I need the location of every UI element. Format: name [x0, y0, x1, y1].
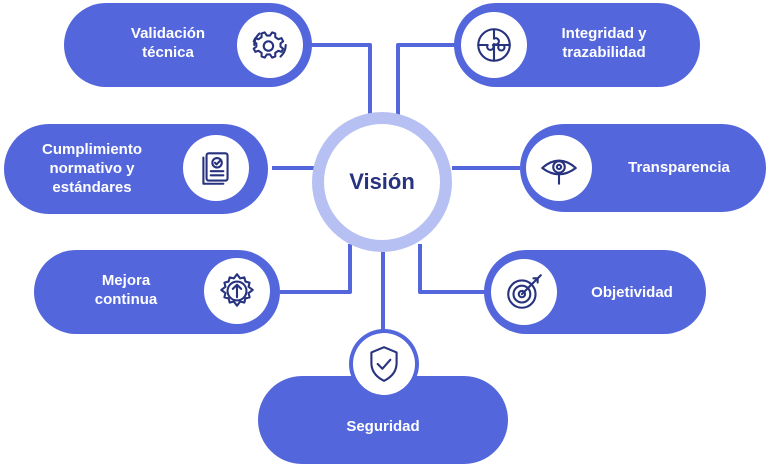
node-label: Cumplimiento normativo y estándares [42, 141, 142, 196]
gear-arrow-up-icon [204, 258, 270, 324]
document-check-icon [183, 135, 249, 201]
eye-icon [526, 135, 592, 201]
gear-cycle-icon [237, 12, 303, 78]
center-label: Visión [349, 169, 415, 194]
connector-objetividad [418, 244, 488, 294]
node-label: Objetividad [591, 284, 673, 301]
connector-mejora [280, 244, 352, 294]
shield-check-icon [349, 329, 419, 399]
node-label: Integridad y trazabilidad [561, 25, 647, 61]
connector-integridad [396, 43, 470, 118]
node-label: Seguridad [346, 418, 420, 435]
node-label: Mejora continua [94, 272, 158, 308]
center-node: Visión [324, 124, 440, 240]
node-label: Validación técnica [130, 25, 206, 61]
connector-validacion [300, 43, 372, 118]
target-icon [491, 259, 557, 325]
node-label: Transparencia [628, 159, 730, 176]
puzzle-icon [461, 12, 527, 78]
